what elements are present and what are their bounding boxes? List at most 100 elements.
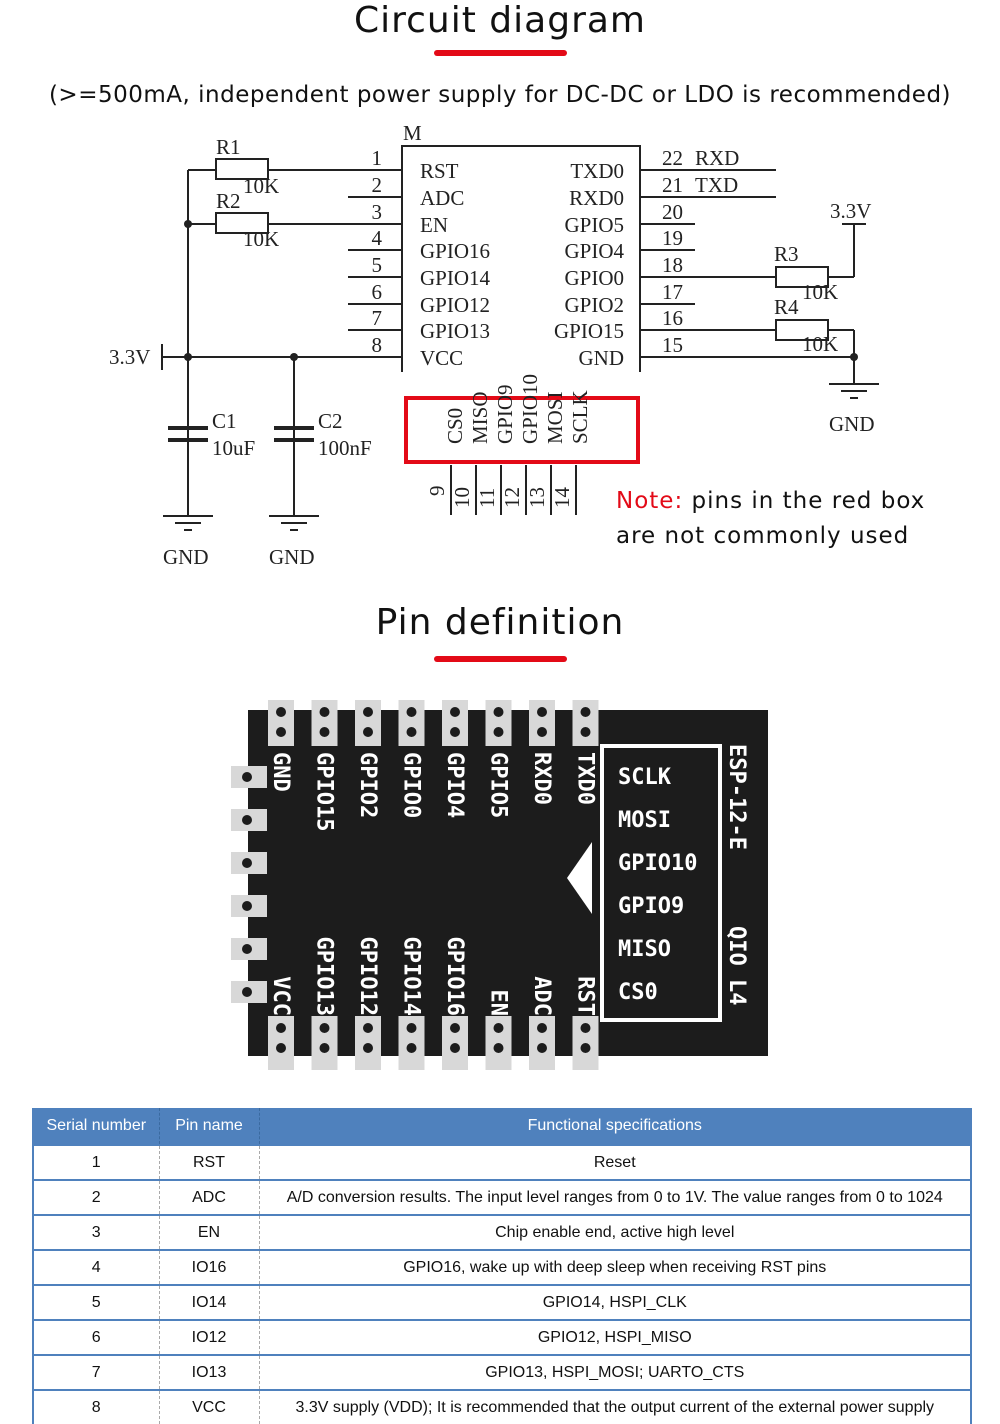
right-pin-name: RXD0 (569, 186, 624, 210)
pin-name-cell: IO14 (158, 1284, 259, 1320)
spec-cell: A/D conversion results. The input level … (258, 1179, 972, 1215)
title-underline (434, 50, 567, 56)
circuit-schematic: M 1RST2ADC3EN4GPIO165GPIO146GPIO127GPIO1… (109, 121, 879, 569)
module-label: M (403, 121, 422, 145)
serial-cell: 3 (32, 1214, 159, 1250)
right-pin-name: GPIO15 (554, 319, 624, 343)
note-line2: are not commonly used (616, 523, 910, 549)
left-pin-name: GPIO12 (420, 293, 490, 317)
flash-pin-label: MISO (618, 937, 671, 962)
top-pin-label: GPIO15 (312, 752, 337, 831)
bottom-pin-number: 9 (425, 486, 449, 497)
spec-cell: GPIO13, HSPI_MOSI; UARTO_CTS (258, 1354, 972, 1390)
r2-ref: R2 (216, 189, 241, 213)
note-line1: pins in the red box (683, 488, 926, 514)
serial-cell: 7 (32, 1354, 159, 1390)
left-pin-name: VCC (420, 346, 463, 370)
top-pin-label: GPIO4 (442, 752, 467, 818)
serial-cell: 8 (32, 1389, 159, 1424)
spec-cell: 3.3V supply (VDD); It is recommended tha… (258, 1389, 972, 1424)
header-pin: Pin name (158, 1108, 259, 1145)
c1-ref: C1 (212, 409, 237, 433)
bottom-pin-label: GPIO12 (355, 937, 380, 1016)
serial-cell: 4 (32, 1249, 159, 1285)
right-pin-number: 22 (662, 146, 683, 170)
right-pin-number: 20 (662, 200, 683, 224)
top-pin-label: GPIO2 (355, 752, 380, 818)
top-pin-label: GPIO5 (486, 752, 511, 818)
left-pin-name: RST (420, 159, 459, 183)
pin-name-cell: EN (158, 1214, 259, 1250)
module-name: ESP-12-E (724, 744, 749, 850)
bottom-pin-name: GPIO10 (518, 374, 542, 444)
right-pin-name: GPIO2 (564, 293, 624, 317)
r2-value: 10K (243, 227, 279, 251)
c1-value: 10uF (212, 436, 255, 460)
note-text: Note: pins in the red box are not common… (616, 484, 925, 554)
bottom-pin-name: GPIO9 (493, 384, 517, 444)
right-pin-number: 15 (662, 333, 683, 357)
bottom-pin-label: EN (486, 990, 511, 1017)
module-board (248, 710, 768, 1056)
spec-cell: GPIO16, wake up with deep sleep when rec… (258, 1249, 972, 1285)
right-pin-number: 16 (662, 306, 683, 330)
note-prefix: Note: (616, 488, 684, 514)
r1-value: 10K (243, 174, 279, 198)
left-pin-number: 7 (372, 306, 383, 330)
bottom-pin-name: MOSI (543, 391, 567, 444)
vcc-label-left: 3.3V (109, 345, 150, 369)
r4-value: 10K (802, 332, 838, 356)
r1-resistor (215, 158, 269, 180)
bottom-pin-label: GPIO14 (399, 937, 424, 1016)
pin-name-cell: ADC (158, 1179, 259, 1215)
r2-resistor (215, 212, 269, 234)
right-pin-net: TXD (695, 173, 738, 197)
bottom-pin-name: SCLK (568, 390, 592, 444)
flash-pin-label: CS0 (618, 980, 658, 1005)
top-pin-label: TXD0 (573, 752, 598, 805)
pin-name-cell: IO12 (158, 1319, 259, 1355)
pin1-marker (567, 842, 592, 914)
castellated-pad (311, 700, 338, 746)
table-header-row: Serial number Pin name Functional specif… (32, 1108, 972, 1145)
header-spec: Functional specifications (258, 1108, 972, 1145)
left-pin-number: 8 (372, 333, 383, 357)
bottom-pin-label: GPIO13 (312, 937, 337, 1016)
c2-value: 100nF (318, 436, 372, 460)
r4-ref: R4 (774, 295, 799, 319)
title-underline-2 (434, 656, 567, 662)
left-pin-number: 5 (372, 253, 383, 277)
flash-pins-box (600, 744, 722, 1022)
left-pin-number: 6 (372, 280, 383, 304)
castellated-pad (442, 700, 468, 746)
spec-cell: GPIO12, HSPI_MISO (258, 1319, 972, 1355)
right-pin-name: GPIO4 (564, 239, 624, 263)
right-pin-net: RXD (695, 146, 739, 170)
bottom-pin-label: ADC (529, 976, 554, 1016)
serial-cell: 5 (32, 1284, 159, 1320)
r1-ref: R1 (216, 135, 241, 159)
castellated-pad (572, 700, 599, 746)
right-pin-name: TXD0 (570, 159, 624, 183)
right-pin-number: 19 (662, 226, 683, 250)
left-pin-name: GPIO13 (420, 319, 490, 343)
bottom-pin-number: 10 (450, 487, 474, 508)
bottom-pin-label: GPIO16 (442, 937, 467, 1016)
bottom-pin-label: VCC (268, 976, 293, 1016)
module-sub: QIO L4 (724, 926, 749, 1005)
spec-cell: GPIO14, HSPI_CLK (258, 1284, 972, 1320)
left-pin-name: GPIO16 (420, 239, 490, 263)
castellated-pad (485, 700, 512, 746)
serial-cell: 1 (32, 1144, 159, 1180)
c2-ref: C2 (318, 409, 343, 433)
serial-cell: 6 (32, 1319, 159, 1355)
pin-definition-title: Pin definition (375, 602, 625, 643)
bottom-pin-label: RST (573, 976, 598, 1016)
right-pin-number: 17 (662, 280, 683, 304)
